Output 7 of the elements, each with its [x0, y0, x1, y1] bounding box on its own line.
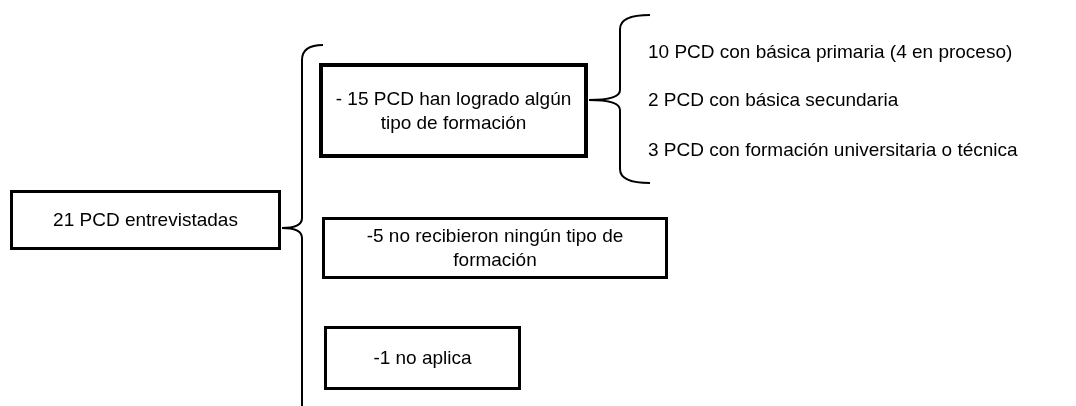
text-box: - 15 PCD han logrado algún tipo de formación: [319, 63, 588, 158]
list-item: 3 PCD con formación universitaria o técnica: [648, 134, 1076, 166]
text-box: -1 no aplica: [324, 326, 521, 390]
list-item: 2 PCD con básica secundaria: [648, 84, 1076, 116]
text-box: 21 PCD entrevistadas: [10, 190, 281, 250]
text-box: -5 no recibieron ningún tipo de formación: [322, 217, 668, 279]
list-item: 10 PCD con básica primaria (4 en proceso): [648, 36, 1076, 68]
